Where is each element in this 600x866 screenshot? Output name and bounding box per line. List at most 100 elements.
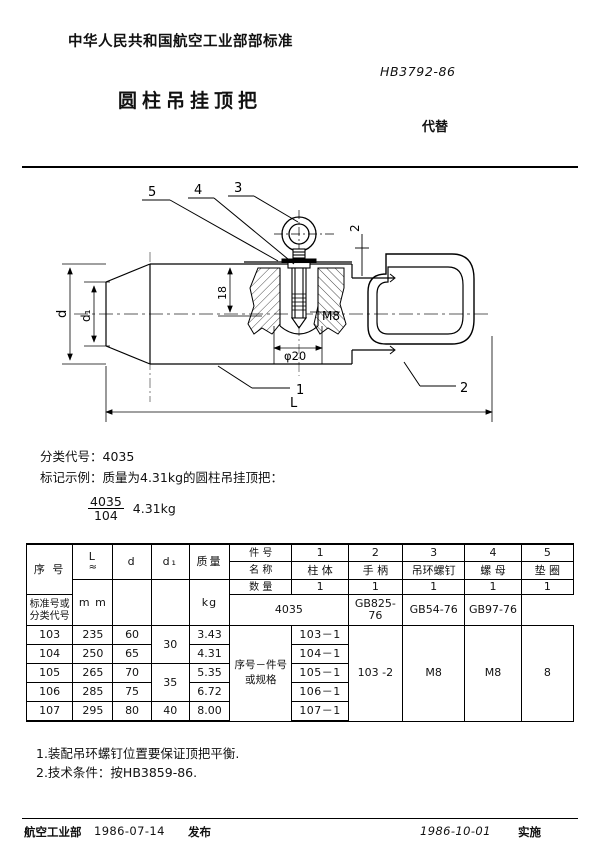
- part-number-4: 4: [464, 543, 522, 562]
- table-row: 106 285 75 6.72 106－1: [25, 682, 574, 702]
- row-4-part1: 107－1: [291, 701, 349, 722]
- parts-table-wrapper: 序 号 L ≈ d d₁ 质量 件 号 1 2: [25, 543, 575, 722]
- row-2-d: 70: [112, 663, 152, 683]
- part-name-5: 垫 圈: [520, 561, 575, 580]
- row-0-seq: 103: [25, 625, 74, 645]
- marking-denominator: 104: [93, 508, 118, 523]
- row-0-mass: 3.43: [188, 625, 231, 645]
- page-title: 圆柱吊挂顶把: [118, 90, 263, 112]
- callout-5: 5: [148, 185, 156, 200]
- col-header-seq: 序 号: [25, 543, 74, 595]
- part-name-3: 吊环螺钉: [402, 561, 466, 580]
- part-name-2: 手 柄: [347, 561, 404, 580]
- dimension-d1: d₁: [79, 309, 93, 322]
- merged-part3: M8: [402, 625, 466, 722]
- col-header-unit-kg: kg: [188, 579, 231, 626]
- col-header-unit-mm: m m: [72, 579, 114, 626]
- part-number-3: 3: [402, 543, 466, 562]
- row-0-1-d1-merged: 30: [150, 625, 190, 664]
- standard-part-3: GB825-76: [347, 594, 404, 626]
- row-0-d: 60: [112, 625, 152, 645]
- footer-implementation-label: 实施: [518, 825, 541, 839]
- callout-2-ring: 2: [460, 381, 468, 396]
- row-2-3-d1-merged: 35: [150, 663, 190, 702]
- col-header-standard-code: 标准号或分类代号: [25, 594, 74, 626]
- row-3-part1: 106－1: [291, 682, 349, 702]
- row-4-d: 80: [112, 701, 152, 722]
- standard-part-4: GB54-76: [402, 594, 466, 626]
- ministry-header: 中华人民共和国航空工业部部标准: [68, 34, 293, 50]
- class-code-line: 分类代号：4035: [40, 449, 135, 464]
- col-header-partname: 名 称: [229, 561, 293, 580]
- row-1-mass: 4.31: [188, 644, 231, 664]
- note-2: 2.技术条件：按HB3859-86.: [36, 765, 198, 780]
- col-seq-partno-spec: 序号－件号或规格: [229, 625, 293, 722]
- merged-part4: M8: [464, 625, 522, 722]
- callout-2-shaft: 2: [348, 224, 362, 232]
- merged-part2: 103 -2: [347, 625, 404, 722]
- part-name-4: 螺 母: [464, 561, 522, 580]
- row-0-L: 235: [72, 625, 114, 645]
- row-2-seq: 105: [25, 663, 74, 683]
- row-2-mass: 5.35: [188, 663, 231, 683]
- part-qty-3: 1: [402, 579, 466, 595]
- row-1-seq: 104: [25, 644, 74, 664]
- notes-block: 1.装配吊环螺钉位置要保证顶把平衡. 2.技术条件：按HB3859-86.: [36, 744, 239, 782]
- marking-fraction: 4035 104: [88, 495, 124, 522]
- dimension-m8: M8: [322, 309, 340, 323]
- part-qty-2: 1: [347, 579, 404, 595]
- callout-1: 1: [296, 383, 304, 398]
- row-4-seq: 107: [25, 701, 74, 722]
- col-header-quantity: 数 量: [229, 579, 293, 595]
- part-name-1: 柱 体: [291, 561, 349, 580]
- part-qty-4: 1: [464, 579, 522, 595]
- technical-drawing: 5 4 3 1 2 2 d: [22, 176, 578, 438]
- row-0-part1: 103－1: [291, 625, 349, 645]
- dimension-d: d: [55, 310, 70, 318]
- table-header-quantity-row: m m kg 数 量 1 1 1 1 1: [27, 579, 575, 626]
- table-row: 105 265 70 35 5.35 105－1: [25, 663, 574, 702]
- table-header-partno-row: 序 号 L ≈ d d₁ 质量 件 号 1 2: [25, 543, 575, 595]
- part-number-5: 5: [520, 543, 575, 562]
- col-header-mass: 质量: [188, 543, 231, 580]
- part-number-1: 1: [291, 543, 349, 562]
- table-row: 104 250 65 4.31 104－1: [25, 644, 574, 664]
- col-header-d: d: [112, 543, 152, 580]
- part-number-2: 2: [347, 543, 404, 562]
- note-1: 1.装配吊环螺钉位置要保证顶把平衡.: [36, 746, 240, 761]
- footer-issuer: 航空工业部: [24, 825, 82, 839]
- dimension-phi20: φ20: [284, 349, 306, 363]
- marking-mass: 4.31kg: [132, 501, 176, 516]
- marking-designation: 4035 104 4.31kg: [88, 495, 176, 522]
- part-qty-5: 1: [520, 579, 575, 595]
- dimension-L: L: [290, 396, 298, 411]
- parts-table: 序 号 L ≈ d d₁ 质量 件 号 1 2: [25, 543, 575, 722]
- header-divider: [22, 166, 578, 168]
- row-2-part1: 105－1: [291, 663, 349, 683]
- footer-issue-label: 发布: [188, 825, 211, 839]
- callout-4: 4: [194, 183, 202, 198]
- standard-number: HB3792-86: [380, 64, 456, 79]
- col-header-L: L ≈: [72, 543, 114, 580]
- col-header-unit-mm-c: [151, 579, 190, 626]
- row-1-d: 65: [112, 644, 152, 664]
- standard-merged-1-2: 4035: [229, 594, 349, 626]
- callout-3: 3: [234, 181, 242, 196]
- footer-issue-date: 1986-07-14: [94, 824, 165, 838]
- table-row: 103 235 60 30 3.43 序号－件号或规格 103－1 103 -2…: [25, 625, 575, 722]
- footer-implementation-date: 1986-10-01: [420, 824, 491, 838]
- replaces-label: 代替: [422, 120, 449, 135]
- row-1-L: 250: [72, 644, 114, 664]
- marking-numerator: 4035: [88, 494, 124, 509]
- footer-divider: [22, 818, 578, 819]
- spec-text-block: 分类代号：4035 标记示例：质量为4.31kg的圆柱吊挂顶把：: [40, 447, 283, 487]
- row-2-L: 265: [72, 663, 114, 683]
- table-row: 107 295 80 40 8.00 107－1: [25, 701, 574, 722]
- row-3-mass: 6.72: [188, 682, 231, 702]
- row-3-seq: 106: [25, 682, 74, 702]
- col-header-d1: d₁: [150, 543, 190, 580]
- row-3-d: 75: [112, 682, 152, 702]
- row-4-mass: 8.00: [188, 701, 231, 722]
- merged-part5: 8: [520, 625, 575, 722]
